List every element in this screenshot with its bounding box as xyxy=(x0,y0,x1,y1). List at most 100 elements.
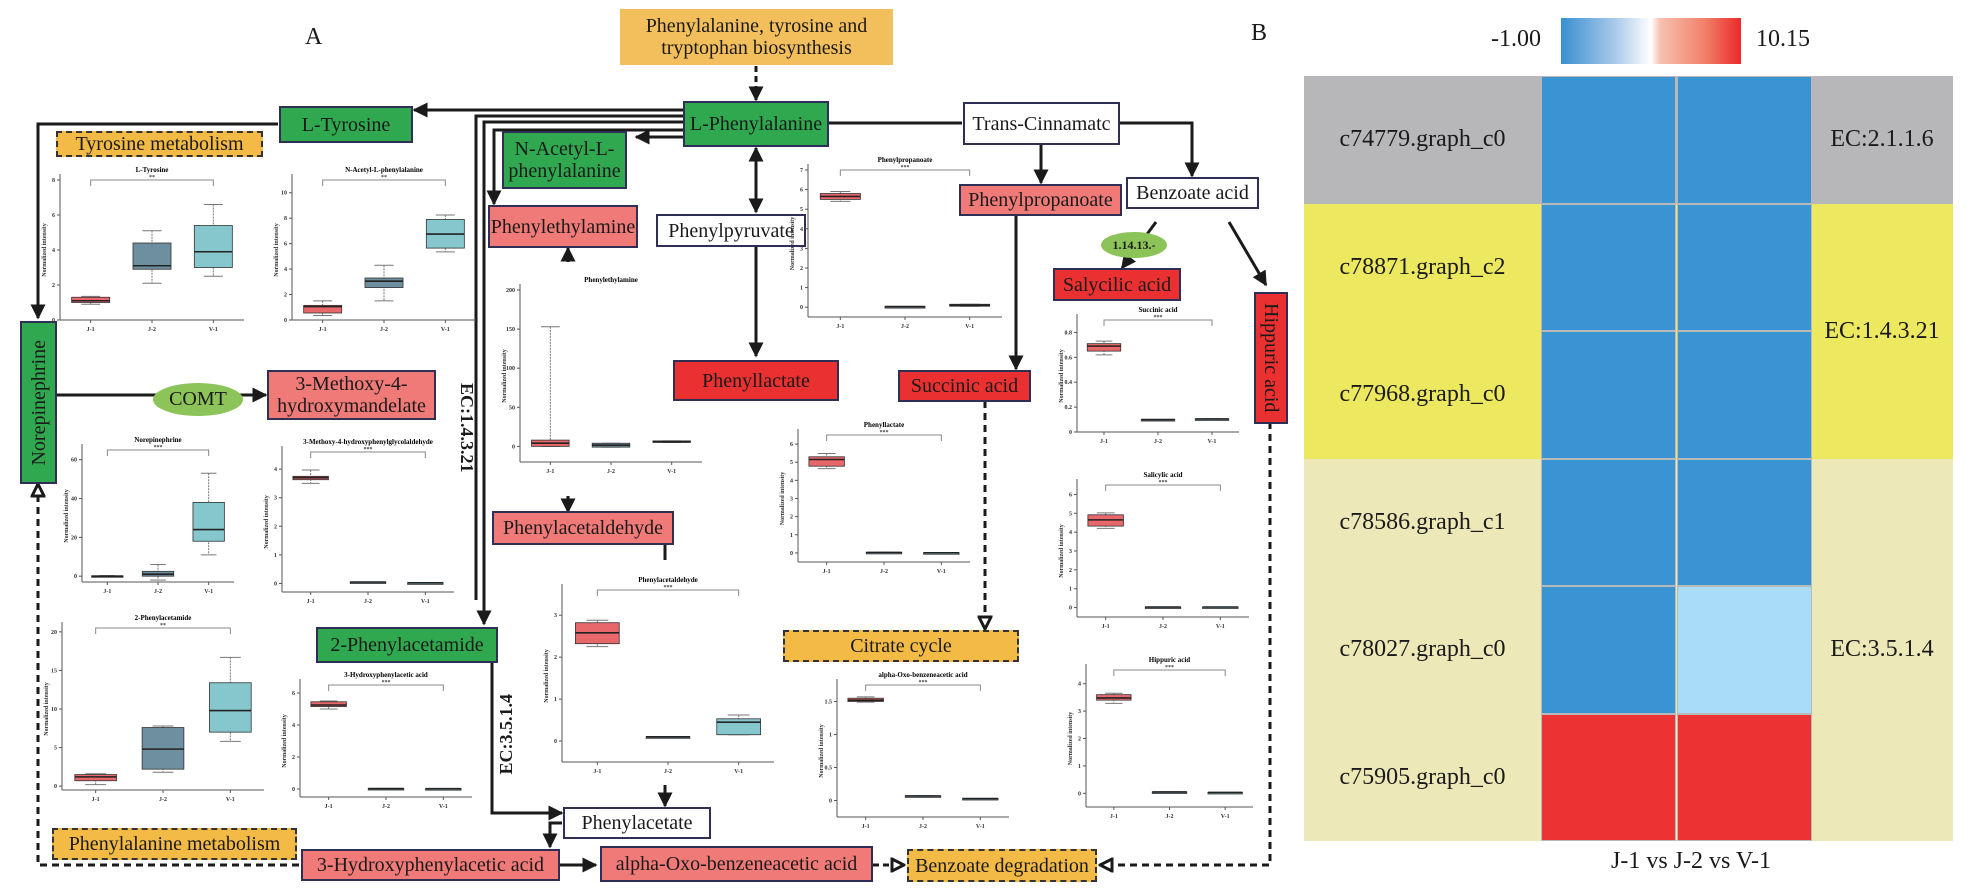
heatmap-gene-label: c75905.graph_c0 xyxy=(1339,763,1506,790)
y-tick-label: 2 xyxy=(554,655,557,661)
y-axis-label: Normalized intensity xyxy=(282,714,288,768)
x-tick-label: J-2 xyxy=(382,804,390,810)
x-tick-label: V-1 xyxy=(937,569,946,575)
x-tick-label: J-1 xyxy=(593,769,601,775)
x-tick-label: J-2 xyxy=(607,469,615,475)
node-2-phenylacetamide: 2-Phenylacetamide xyxy=(316,627,498,663)
chart-title: Hippuric acid xyxy=(1149,656,1191,664)
x-tick-label: J-1 xyxy=(862,824,870,830)
box-J-2 xyxy=(1151,791,1188,794)
y-tick-label: 2 xyxy=(800,266,803,272)
y-tick-label: 2 xyxy=(284,293,287,299)
box-J-2 xyxy=(141,564,175,581)
box-J-1 xyxy=(575,619,620,648)
node-phenylpropanoate: Phenylpropanoate xyxy=(959,184,1122,216)
significance-bracket xyxy=(322,179,446,186)
heatmap-ec-label: EC:2.1.1.6 xyxy=(1830,126,1934,153)
x-tick-label: J-2 xyxy=(901,324,909,330)
y-tick-label: 10 xyxy=(51,707,57,713)
ec-3-5-1-4-label: EC:3.5.1.4 xyxy=(496,694,516,775)
node-3-hydroxyphenylacetic-acid: 3-Hydroxyphenylacetic acid xyxy=(301,849,560,881)
y-tick-label: 50 xyxy=(509,405,515,411)
significance-bracket xyxy=(1113,669,1226,676)
heatmap-cell xyxy=(1541,76,1676,204)
node-salycilic-acid: Salycilic acid xyxy=(1053,268,1181,301)
x-tick-label: J-1 xyxy=(319,327,327,333)
y-axis-label: Normalized intensity xyxy=(44,682,50,736)
node-l-tyrosine: L-Tyrosine xyxy=(279,106,413,143)
y-tick-label: 6 xyxy=(292,691,295,697)
heatmap-cell xyxy=(1541,458,1676,586)
y-tick-label: 0 xyxy=(284,318,287,324)
y-axis-label: Normalized intensity xyxy=(544,649,550,703)
chart-title: 3-Hydroxyphenylacetic acid xyxy=(344,671,428,679)
y-axis-label: Normalized intensity xyxy=(502,349,508,403)
y-tick-label: 1 xyxy=(829,733,832,739)
x-tick-label: V-1 xyxy=(226,797,235,803)
heatmap-cell xyxy=(1677,203,1812,331)
y-tick-label: 1 xyxy=(800,286,803,292)
y-tick-label: 4 xyxy=(274,467,277,473)
y-tick-label: 0 xyxy=(790,551,793,557)
y-tick-label: 1.5 xyxy=(825,700,833,706)
x-tick-label: J-1 xyxy=(92,797,100,803)
y-tick-label: 0 xyxy=(1069,430,1072,436)
y-tick-label: 1 xyxy=(554,697,557,703)
box-V-1 xyxy=(425,787,462,791)
y-tick-label: 6 xyxy=(790,442,793,448)
heatmap-cell xyxy=(1541,586,1676,714)
y-tick-label: 4 xyxy=(284,267,287,273)
y-tick-label: 1 xyxy=(1078,764,1081,770)
y-tick-label: 2 xyxy=(1069,568,1072,574)
significance-bracket xyxy=(865,684,981,691)
x-tick-label: V-1 xyxy=(441,327,450,333)
node-trans-cinnamate: Trans-Cinnamatc xyxy=(963,102,1120,145)
heatmap-cell xyxy=(1541,203,1676,331)
box-J-2 xyxy=(132,230,172,284)
x-tick-label: V-1 xyxy=(1216,624,1225,630)
x-tick-label: J-1 xyxy=(836,324,844,330)
significance-label: *** xyxy=(1154,315,1163,321)
y-tick-label: 40 xyxy=(71,497,77,503)
heatmap-ec-label: EC:3.5.1.4 xyxy=(1830,636,1934,663)
box-iqr xyxy=(364,277,404,288)
box-J-2 xyxy=(364,264,404,302)
y-tick-label: 0 xyxy=(274,581,277,587)
x-tick-label: J-2 xyxy=(664,769,672,775)
y-tick-label: 3 xyxy=(800,246,803,252)
y-tick-label: 0.4 xyxy=(1065,380,1073,386)
y-tick-label: 0 xyxy=(1078,791,1081,797)
x-tick-label: J-1 xyxy=(1110,814,1118,820)
box-J-2 xyxy=(1144,606,1182,609)
node-alpha-oxo-benzeneacetic-acid: alpha-Oxo-benzeneacetic acid xyxy=(600,846,873,882)
x-tick-label: J-2 xyxy=(919,824,927,830)
y-tick-label: 0.2 xyxy=(1065,405,1073,411)
significance-label: *** xyxy=(154,445,163,451)
y-axis-label: Normalized intensity xyxy=(1059,524,1065,578)
significance-label: *** xyxy=(880,430,889,436)
y-tick-label: 0.5 xyxy=(825,766,833,772)
x-tick-label: J-1 xyxy=(546,469,554,475)
y-tick-label: 0 xyxy=(800,305,803,311)
x-tick-label: J-1 xyxy=(1102,624,1110,630)
chart-title: Phenylacetaldehyde xyxy=(638,576,698,584)
y-tick-label: 8 xyxy=(284,216,287,222)
box-J-2 xyxy=(349,581,387,584)
box-J-2 xyxy=(884,305,926,309)
significance-bracket xyxy=(90,179,214,186)
heatmap-cell xyxy=(1677,76,1812,204)
significance-label: *** xyxy=(664,585,673,591)
heatmap-gene-label: c78586.graph_c1 xyxy=(1339,508,1506,535)
chart-title: 3-Methoxy-4-hydroxyphenylglycolaldehyde xyxy=(303,438,433,446)
box-J-1 xyxy=(531,326,570,447)
box-J-2 xyxy=(1140,418,1176,422)
y-tick-label: 4 xyxy=(1078,682,1081,688)
chart-title: Norepinephrine xyxy=(134,436,181,444)
